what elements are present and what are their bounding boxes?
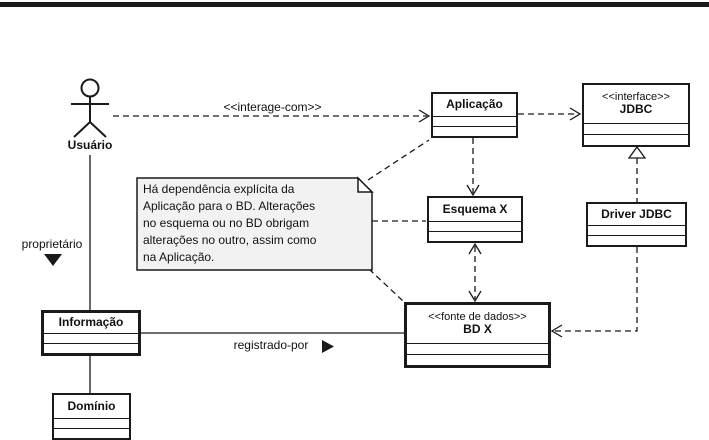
- arrowhead-into-bdx-top: [468, 290, 482, 303]
- class-jdbc-interface[interactable]: <<interface>> JDBC: [582, 83, 690, 147]
- note-link-aplicacao: [367, 139, 430, 181]
- note-body: [136, 177, 373, 271]
- class-aplicacao-operations: [433, 126, 516, 136]
- class-bd-x-name: BD X: [463, 322, 492, 337]
- registrado-por-direction-triangle: [322, 340, 334, 353]
- arrowhead-into-esquema-bottom: [468, 242, 482, 255]
- class-informacao-attributes: [44, 333, 138, 343]
- class-dominio[interactable]: Domínio: [52, 393, 131, 440]
- note-fold-corner: [357, 176, 374, 193]
- note-shape[interactable]: [136, 176, 374, 271]
- realization-triangle: [627, 145, 647, 159]
- class-jdbc-name: JDBC: [619, 102, 653, 117]
- proprietario-direction-triangle: [44, 254, 62, 266]
- class-aplicacao-attributes: [433, 116, 516, 126]
- class-driver-jdbc-attributes: [588, 225, 685, 235]
- class-informacao-operations: [44, 343, 138, 353]
- class-bd-x[interactable]: <<fonte de dados>> BD X: [404, 302, 551, 368]
- arrowhead-into-bdx-right: [550, 324, 563, 338]
- arrowhead-into-jdbc: [569, 107, 582, 121]
- registrado-por-label: registrado-por: [233, 338, 309, 352]
- class-dominio-name: Domínio: [67, 398, 116, 413]
- note-text: Há dependência explícita da Aplicação pa…: [143, 182, 317, 264]
- class-bd-x-attributes: [407, 343, 548, 354]
- actor-leg-left: [73, 121, 91, 138]
- class-bd-x-operations: [407, 354, 548, 365]
- class-informacao-name: Informação: [58, 315, 124, 330]
- class-dominio-attributes: [54, 418, 129, 428]
- proprietario-label: proprietário: [21, 237, 83, 251]
- class-esquema-x-operations: [429, 231, 521, 241]
- class-dominio-operations: [54, 428, 129, 438]
- class-driver-jdbc[interactable]: Driver JDBC: [586, 202, 687, 247]
- dep-driver-bdx: [555, 247, 638, 332]
- note-link-bdx: [368, 268, 404, 302]
- top-rule: [0, 2, 709, 7]
- actor-leg-right: [89, 121, 107, 138]
- class-esquema-x-name: Esquema X: [442, 201, 508, 216]
- class-jdbc-stereotype: <<interface>>: [602, 90, 670, 103]
- class-aplicacao-name: Aplicação: [446, 97, 503, 112]
- arrowhead-into-esquema-top: [466, 184, 480, 197]
- class-bd-x-stereotype: <<fonte de dados>>: [428, 310, 527, 323]
- actor-head: [80, 78, 100, 98]
- class-esquema-x-attributes: [429, 221, 521, 231]
- class-driver-jdbc-name: Driver JDBC: [601, 206, 672, 221]
- actor-usuario-figure[interactable]: [71, 78, 109, 138]
- class-driver-jdbc-operations: [588, 235, 685, 245]
- class-jdbc-attributes: [584, 123, 688, 134]
- actor-usuario-label: Usuário: [67, 138, 113, 152]
- class-aplicacao[interactable]: Aplicação: [431, 92, 518, 138]
- class-jdbc-operations: [584, 134, 688, 145]
- class-informacao[interactable]: Informação: [41, 310, 141, 356]
- interage-com-label: <<interage-com>>: [223, 100, 322, 114]
- arrowhead-into-aplicacao: [418, 109, 431, 123]
- class-esquema-x[interactable]: Esquema X: [427, 196, 523, 243]
